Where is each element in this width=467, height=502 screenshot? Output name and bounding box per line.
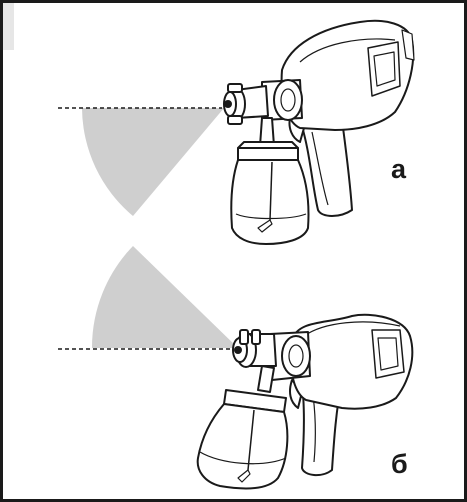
panel-label-a: а bbox=[391, 154, 407, 184]
panel-a bbox=[58, 19, 415, 245]
spray-gun-a bbox=[223, 19, 415, 245]
panel-label-b: б bbox=[391, 449, 408, 479]
corner-tab bbox=[3, 3, 14, 50]
spray-gun-b bbox=[196, 313, 414, 490]
spray-cone-a bbox=[82, 108, 224, 216]
spray-cone-b bbox=[91, 246, 238, 348]
panel-b bbox=[58, 246, 414, 490]
